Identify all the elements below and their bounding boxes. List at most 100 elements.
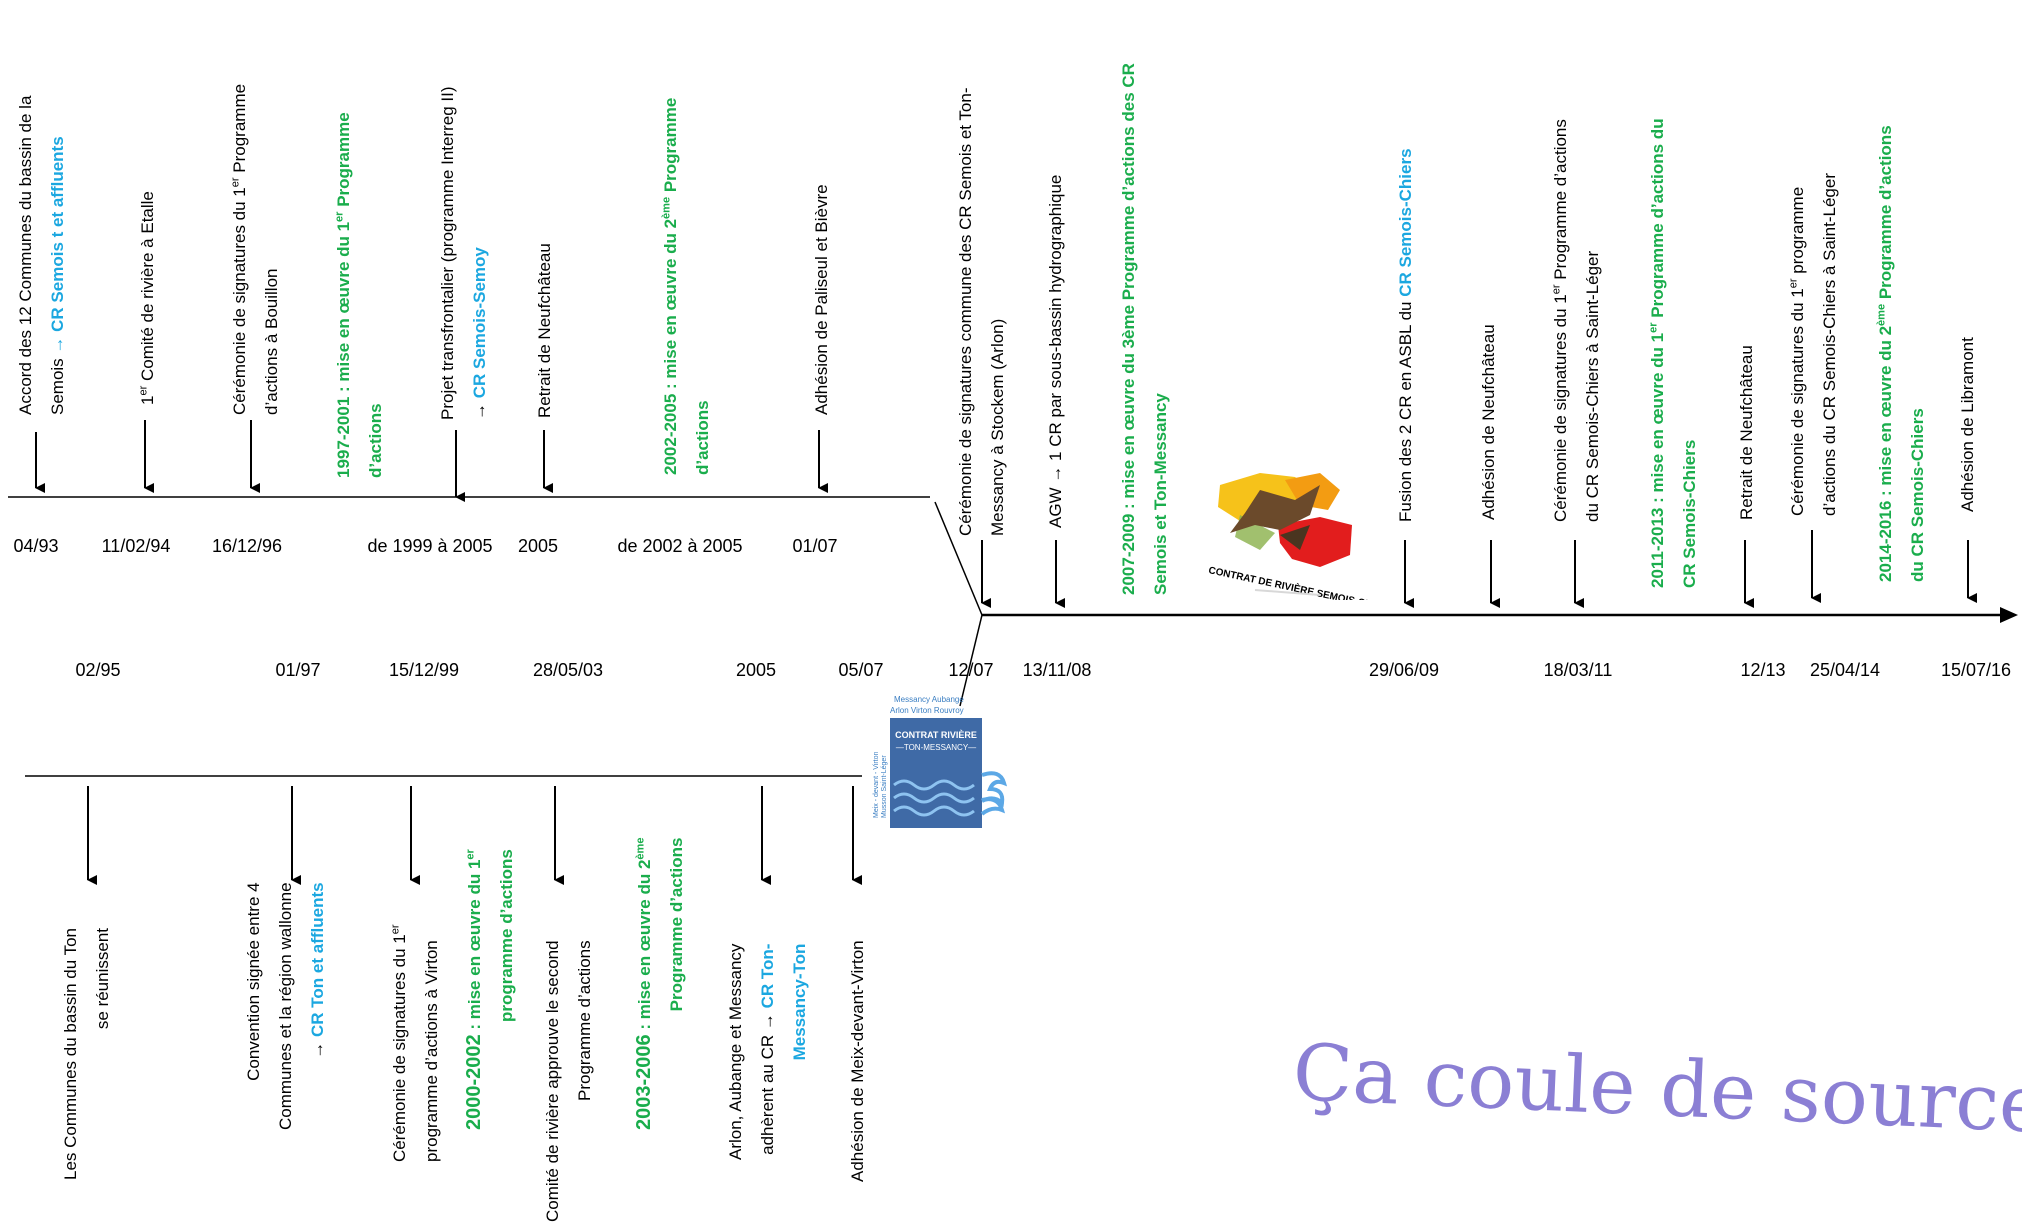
superscript: er [137, 385, 150, 396]
event-label-top: 1er Comité de rivière à Etalle [132, 191, 164, 405]
date-label: 05/07 [838, 660, 884, 680]
event-label-right: Retrait de Neufchâteau [1731, 345, 1763, 520]
superscript: ème [634, 837, 647, 860]
event-line: 2002-2005 : mise en œuvre du 2 [661, 218, 680, 475]
event-line: Convention signée entre 4 [244, 882, 263, 1081]
superscript: er [464, 849, 477, 860]
event-line: → [470, 398, 489, 420]
event-line: Programme [334, 112, 353, 212]
event-label-bottom: Adhésion de Meix-devant-Virton [842, 940, 874, 1182]
event-line: Adhésion de Meix-devant-Virton [848, 940, 867, 1182]
logo-title-1: CONTRAT RIVIÈRE [895, 730, 977, 740]
event-label-right: Cérémonie de signatures du 1er Programme… [1545, 119, 1609, 522]
event-label-top: Accord des 12 Communes du bassin de la S… [10, 96, 74, 415]
event-line: programme d’actions [497, 849, 516, 1023]
date-label: 15/12/99 [388, 660, 460, 680]
superscript: er [333, 211, 346, 222]
event-line: Semois [48, 353, 67, 415]
event-label-bottom: Convention signée entre 4 Communes et la… [238, 882, 334, 1130]
event-line: : mise en œuvre du 1 [465, 859, 484, 1035]
event-line: Programme d’actions [575, 940, 594, 1102]
connector-line-bottom [959, 614, 983, 707]
event-label-right: 2014-2016 : mise en œuvre du 2ème Progra… [1870, 125, 1934, 582]
event-line: Programme [661, 97, 680, 197]
superscript: ème [660, 196, 673, 219]
event-line: 1 [138, 395, 157, 405]
event-line: Programme d’actions [1551, 119, 1570, 285]
date-label: 29/06/09 [1368, 660, 1440, 680]
event-line: Messancy à Stockem (Arlon) [988, 318, 1007, 536]
event-line: Adhésion de Paliseul et Bièvre [812, 184, 831, 415]
semois-chiers-logo: CONTRAT DE RIVIÈRE SEMOIS-CHIERS, ASBL [1200, 455, 1428, 622]
event-label-top: Retrait de Neufchâteau [529, 243, 561, 418]
event-line: Comité de rivière à Etalle [138, 191, 157, 386]
event-line: d’actions à Bouillon [262, 268, 281, 415]
event-line: d’actions du CR Semois-Chiers à Saint-Lé… [1820, 173, 1839, 516]
superscript: er [389, 924, 402, 935]
event-label-top: Projet transfrontalier (programme Interr… [432, 86, 496, 420]
date-label: 13/11/08 [1022, 660, 1092, 680]
event-label-top: 2002-2005 : mise en œuvre du 2ème Progra… [655, 98, 719, 475]
date-label: 18/03/11 [1543, 660, 1613, 680]
event-highlight: Messancy-Ton [790, 943, 809, 1061]
event-label-right: 2011-2013 : mise en œuvre du 1er Program… [1642, 118, 1706, 588]
event-label-right: Fusion des 2 CR en ASBL du CR Semois-Chi… [1390, 148, 1422, 522]
superscript: er [1647, 322, 1660, 333]
event-line: Programme d’actions [667, 837, 686, 1012]
superscript: er [229, 177, 242, 188]
event-line: AGW → 1 CR par sous-bassin hydrographiqu… [1046, 174, 1065, 528]
event-label-bottom: 2003-2006 : mise en œuvre du 2ème Progra… [628, 838, 693, 1130]
date-label: 2005 [517, 536, 559, 556]
date-label: de 1999 à 2005 [367, 536, 493, 556]
event-line: Cérémonie de signatures du 1 [230, 187, 249, 415]
event-line: Fusion des 2 CR en ASBL du [1396, 296, 1415, 522]
event-line: Cérémonie de signatures commune des CR S… [956, 87, 975, 536]
superscript: er [1787, 278, 1800, 289]
event-label-bottom: 2000-2002 : mise en œuvre du 1er program… [458, 849, 523, 1130]
event-highlight: CR Ton et affluents [308, 882, 327, 1037]
logo-side-text-2: Musson Saint-Léger [881, 755, 888, 818]
event-line: Cérémonie de signatures du 1 [390, 934, 409, 1162]
event-line: Programme [230, 83, 249, 178]
event-line: Les Communes du bassin du Ton [61, 927, 80, 1180]
event-label-bottom: Arlon, Aubange et Messancy adhèrent au C… [720, 944, 816, 1160]
date-label: 12/13 [1740, 660, 1786, 680]
event-label-right: Cérémonie de signatures du 1er programme… [1782, 173, 1846, 516]
event-line: → [308, 1036, 327, 1059]
date-label: 16/12/96 [211, 536, 283, 556]
logo-communes-2: Arlon Virton Rouvroy [890, 706, 964, 715]
date-label: 25/04/14 [1809, 660, 1881, 680]
event-label-bottom: Les Communes du bassin du Ton se réuniss… [55, 928, 119, 1180]
event-line: 2014-2016 : mise en œuvre du 2 [1876, 325, 1895, 582]
event-line: Retrait de Neufchâteau [1737, 345, 1756, 520]
event-line: d’actions [693, 400, 712, 475]
event-line: 2003-2006 [633, 1034, 655, 1130]
event-line: 1997-2001 : mise en œuvre du 1 [334, 221, 353, 478]
connector-line-top [934, 501, 983, 616]
right-timeline-arrowhead [2000, 607, 2018, 623]
event-line: Cérémonie de signatures du 1 [1551, 294, 1570, 522]
event-label-right: AGW → 1 CR par sous-bassin hydrographiqu… [1040, 175, 1072, 528]
superscript: ème [1875, 303, 1888, 326]
event-line: : mise en œuvre du 2 [635, 859, 654, 1035]
date-label: de 2002 à 2005 [617, 536, 743, 556]
event-highlight: CR Ton- [758, 943, 777, 1009]
event-label-right: Adhésion de Neufchâteau [1473, 324, 1505, 520]
event-label-bottom: Cérémonie de signatures du 1er programme… [384, 924, 448, 1162]
event-line: se réunissent [93, 927, 112, 1030]
date-label: 01/97 [275, 660, 321, 680]
date-label: 02/95 [75, 660, 121, 680]
date-label: 15/07/16 [1940, 660, 2012, 680]
event-highlight: → CR Semois t et affluents [48, 136, 67, 354]
event-line: 2011-2013 : mise en œuvre du 1 [1648, 332, 1667, 588]
superscript: er [1550, 284, 1563, 295]
event-label-right: Cérémonie de signatures commune des CR S… [950, 87, 1014, 536]
event-label-top: Cérémonie de signatures du 1er Programme… [224, 84, 288, 415]
date-label: 04/93 [13, 536, 59, 556]
event-label-top: 1997-2001 : mise en œuvre du 1er Program… [328, 112, 392, 478]
date-label: 11/02/94 [101, 536, 171, 556]
event-line: 2000-2002 [463, 1034, 485, 1130]
event-label-bottom: Comité de rivière approuve le second Pro… [537, 940, 601, 1222]
event-label-top: Adhésion de Paliseul et Bièvre [806, 184, 838, 415]
